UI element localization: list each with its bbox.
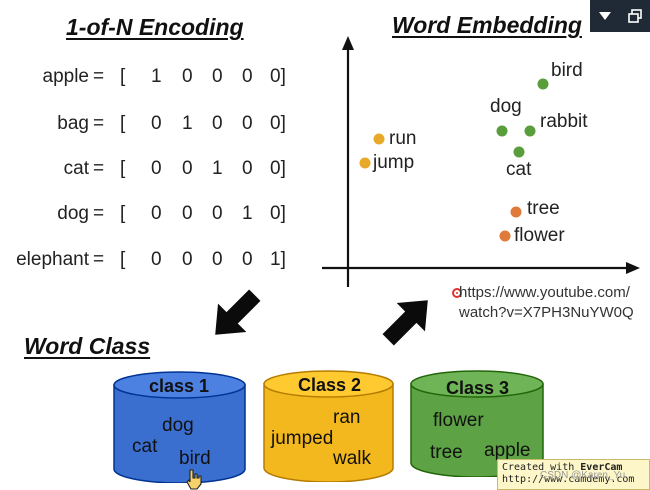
point-tree bbox=[510, 206, 522, 218]
encoding-word: elephant bbox=[16, 249, 89, 270]
point-label-tree: tree bbox=[527, 198, 560, 219]
point-label-dog: dog bbox=[490, 96, 522, 117]
class-cylinder-1 bbox=[113, 371, 246, 483]
point-label-jump: jump bbox=[373, 152, 415, 173]
point-run bbox=[373, 133, 385, 145]
vector-token: 0 bbox=[212, 113, 223, 134]
point-label-flower: flower bbox=[514, 225, 565, 246]
encoding-word: bag bbox=[57, 113, 89, 134]
vector-token: 0 bbox=[242, 113, 253, 134]
vector-token: 1 bbox=[212, 158, 223, 179]
class-word: dog bbox=[162, 415, 194, 436]
dropdown-triangle-icon[interactable] bbox=[595, 6, 615, 26]
up-right-arrow-icon bbox=[382, 300, 428, 346]
point-label-cat: cat bbox=[506, 159, 532, 180]
class-word: flower bbox=[433, 410, 484, 431]
vector-token: 1] bbox=[270, 249, 286, 270]
y-axis-arrowhead bbox=[342, 36, 354, 50]
cylinder-shape bbox=[263, 370, 394, 482]
vector-token: 0 bbox=[242, 158, 253, 179]
vector-token: 0 bbox=[182, 158, 193, 179]
point-bird bbox=[537, 78, 549, 90]
vector-token: 1 bbox=[151, 66, 162, 87]
restore-window-icon[interactable] bbox=[625, 6, 645, 26]
point-flower bbox=[499, 230, 511, 242]
cylinder-shape bbox=[113, 371, 246, 483]
equals-sign: = bbox=[93, 249, 105, 270]
vector-token: 0 bbox=[212, 203, 223, 224]
vector-token: [ bbox=[120, 113, 126, 134]
vector-token: 0 bbox=[212, 249, 223, 270]
cylinder-shape bbox=[410, 370, 544, 477]
vector-token: [ bbox=[120, 203, 126, 224]
equals-sign: = bbox=[93, 66, 105, 87]
vector-token: 0 bbox=[182, 203, 193, 224]
title-word-class: Word Class bbox=[24, 333, 151, 359]
class-word: cat bbox=[132, 436, 158, 457]
window-controls bbox=[590, 0, 650, 32]
class-word: apple bbox=[484, 440, 531, 461]
vector-token: 0 bbox=[242, 66, 253, 87]
watermark-prefix: Created with bbox=[502, 462, 581, 473]
class-word: bird bbox=[179, 448, 211, 469]
class-word: jumped bbox=[271, 428, 334, 449]
encoding-word: cat bbox=[63, 158, 89, 179]
class-word: ran bbox=[333, 407, 361, 428]
down-right-arrow-icon bbox=[215, 289, 261, 335]
title-word-embedding: Word Embedding bbox=[392, 12, 582, 38]
vector-token: [ bbox=[120, 66, 126, 87]
point-label-rabbit: rabbit bbox=[540, 111, 588, 132]
equals-sign: = bbox=[93, 203, 105, 224]
encoding-word: dog bbox=[57, 203, 89, 224]
point-label-bird: bird bbox=[551, 60, 583, 81]
class-word: tree bbox=[430, 442, 463, 463]
class-title-1: class 1 bbox=[149, 376, 210, 396]
vector-token: 0 bbox=[182, 249, 193, 270]
vector-token: 0 bbox=[151, 113, 162, 134]
vector-token: 0] bbox=[270, 66, 286, 87]
class-cylinder-2 bbox=[263, 370, 394, 482]
equals-sign: = bbox=[93, 113, 105, 134]
youtube-url[interactable]: https://www.youtube.com/ watch?v=X7PH3Nu… bbox=[459, 283, 634, 323]
vector-token: 0 bbox=[182, 66, 193, 87]
point-rabbit bbox=[524, 125, 536, 137]
class-title-3: Class 3 bbox=[446, 378, 510, 398]
vector-token: 0 bbox=[212, 66, 223, 87]
x-axis-arrowhead bbox=[626, 262, 640, 274]
point-dog bbox=[496, 125, 508, 137]
point-label-run: run bbox=[389, 128, 417, 149]
encoding-word: apple bbox=[42, 66, 90, 87]
vector-token: 0 bbox=[151, 203, 162, 224]
class-word: walk bbox=[333, 448, 372, 469]
vector-token: 1 bbox=[242, 203, 253, 224]
class-title-2: Class 2 bbox=[298, 375, 362, 395]
watermark-url: http://www.camdemy.com bbox=[502, 474, 635, 485]
url-line-1: https://www.youtube.com/ bbox=[459, 284, 630, 301]
vector-token: 1 bbox=[182, 113, 193, 134]
vector-token: 0] bbox=[270, 158, 286, 179]
point-jump bbox=[359, 157, 371, 169]
vector-token: 0 bbox=[242, 249, 253, 270]
point-cat bbox=[513, 146, 525, 158]
title-one-of-n-encoding: 1-of-N Encoding bbox=[66, 14, 244, 40]
csdn-watermark: CSDN @Karen_Yu bbox=[540, 470, 626, 481]
vector-token: 0 bbox=[151, 158, 162, 179]
vector-token: [ bbox=[120, 158, 126, 179]
vector-token: [ bbox=[120, 249, 126, 270]
vector-token: 0] bbox=[270, 113, 286, 134]
class-cylinder-3 bbox=[410, 370, 544, 477]
url-line-2: watch?v=X7PH3NuYW0Q bbox=[459, 304, 634, 321]
hand-cursor-icon bbox=[186, 469, 202, 490]
cursor-pointer-icon bbox=[452, 288, 462, 298]
vector-token: 0] bbox=[270, 203, 286, 224]
vector-token: 0 bbox=[151, 249, 162, 270]
evercam-watermark: Created with EverCam http://www.camdemy.… bbox=[497, 459, 650, 490]
watermark-brand: EverCam bbox=[580, 462, 623, 473]
equals-sign: = bbox=[93, 158, 105, 179]
